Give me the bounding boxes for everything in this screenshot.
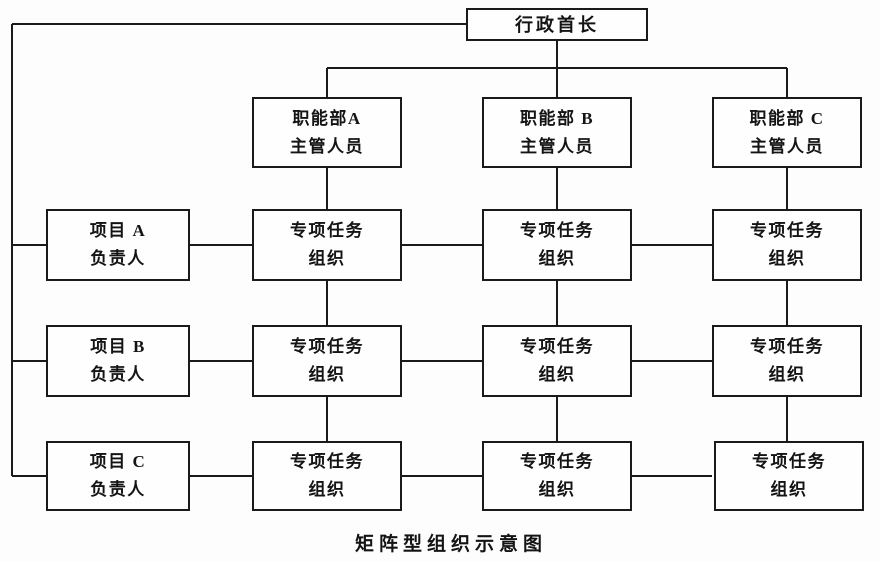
box-dept-a: 职能部A 主管人员 [252, 97, 402, 168]
box-task-r1c1: 专项任务 组织 [252, 209, 402, 281]
task-line2: 组织 [768, 365, 806, 384]
dept-a-line1: 职能部A [292, 108, 362, 128]
task-line1: 专项任务 [750, 337, 824, 357]
box-project-a: 项目 A 负责人 [46, 209, 190, 281]
task-line2: 组织 [308, 365, 346, 384]
project-c-line2: 负责人 [90, 480, 146, 499]
dept-a-line2: 主管人员 [290, 136, 364, 156]
task-line1: 专项任务 [290, 221, 364, 241]
box-task-r1c2: 专项任务 组织 [482, 209, 632, 281]
task-line1: 专项任务 [520, 337, 594, 357]
dept-c-line2: 主管人员 [750, 136, 824, 156]
task-line1: 专项任务 [520, 221, 594, 241]
box-task-r3c1: 专项任务 组织 [252, 441, 402, 511]
box-task-r2c1: 专项任务 组织 [252, 325, 402, 397]
project-c-line1: 项目 C [89, 452, 147, 472]
task-line1: 专项任务 [750, 221, 824, 241]
task-line2: 组织 [538, 365, 576, 384]
chief-label: 行政首长 [515, 14, 599, 35]
diagram-caption: 矩阵型组织示意图 [354, 534, 547, 555]
project-b-line1: 项目 B [90, 337, 146, 357]
task-line1: 专项任务 [290, 337, 364, 357]
box-task-r3c2: 专项任务 组织 [482, 441, 632, 511]
box-dept-b: 职能部 B 主管人员 [482, 97, 632, 168]
task-line1: 专项任务 [520, 452, 594, 472]
task-line2: 组织 [538, 249, 576, 268]
task-line2: 组织 [538, 480, 576, 499]
task-line2: 组织 [768, 249, 806, 268]
task-line1: 专项任务 [290, 452, 364, 472]
box-task-r1c3: 专项任务 组织 [712, 209, 862, 281]
box-project-b: 项目 B 负责人 [46, 325, 190, 397]
project-a-line1: 项目 A [89, 221, 147, 241]
box-project-c: 项目 C 负责人 [46, 441, 190, 511]
box-chief-executive: 行政首长 [466, 8, 648, 41]
project-a-line2: 负责人 [90, 249, 146, 268]
task-line2: 组织 [308, 249, 346, 268]
box-dept-c: 职能部 C 主管人员 [712, 97, 862, 168]
box-task-r3c3: 专项任务 组织 [714, 441, 864, 511]
box-task-r2c3: 专项任务 组织 [712, 325, 862, 397]
project-b-line2: 负责人 [90, 365, 146, 384]
box-task-r2c2: 专项任务 组织 [482, 325, 632, 397]
task-line1: 专项任务 [752, 452, 826, 472]
dept-b-line1: 职能部 B [519, 108, 595, 128]
dept-b-line2: 主管人员 [520, 136, 594, 156]
dept-c-line1: 职能部 C [749, 108, 825, 128]
task-line2: 组织 [308, 480, 346, 499]
task-line2: 组织 [770, 480, 808, 499]
